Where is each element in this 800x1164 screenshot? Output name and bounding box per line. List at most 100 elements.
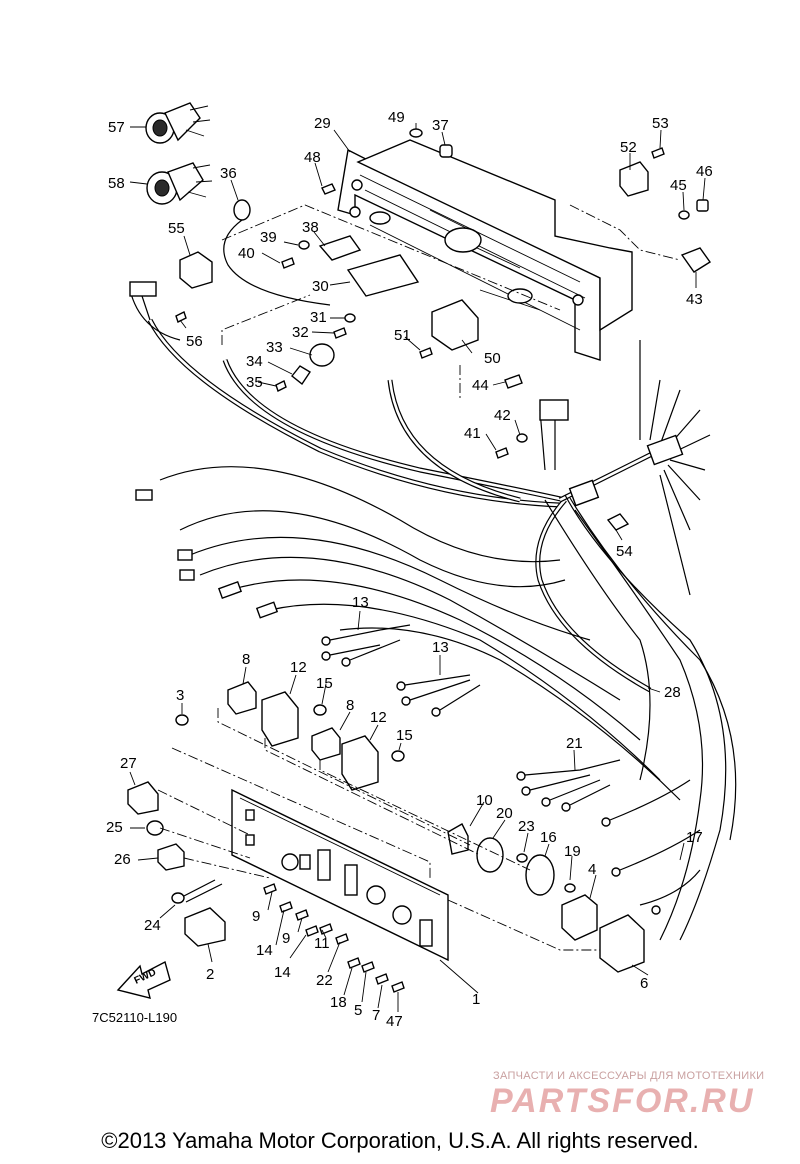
callout-34: 34 <box>246 353 263 370</box>
svg-text:PARTSFOR.RU: PARTSFOR.RU <box>490 1082 754 1120</box>
callout-8a: 8 <box>242 651 250 668</box>
callout-56: 56 <box>186 333 203 350</box>
callout-20: 20 <box>496 805 513 822</box>
key-switch-57 <box>145 102 211 144</box>
callout-37: 37 <box>432 117 449 134</box>
callout-12a: 12 <box>290 659 307 676</box>
outlet-20 <box>476 837 504 873</box>
screw-40 <box>281 257 295 269</box>
callout-22: 22 <box>316 972 333 989</box>
callout-27: 27 <box>120 755 137 772</box>
callout-15b: 15 <box>396 727 413 744</box>
callout-16: 16 <box>540 829 557 846</box>
callout-10: 10 <box>476 792 493 809</box>
callout-57: 57 <box>108 119 125 136</box>
callout-33: 33 <box>266 339 283 356</box>
nut-46 <box>696 199 709 212</box>
top-small-parts <box>145 102 712 531</box>
callout-6: 6 <box>640 975 648 992</box>
buzzer-33 <box>309 343 335 367</box>
screw-35 <box>275 380 287 392</box>
callout-19: 19 <box>564 843 581 860</box>
callout-25: 25 <box>106 819 123 836</box>
callout-29: 29 <box>314 115 331 132</box>
breakers <box>175 681 405 791</box>
washer-39 <box>298 240 310 250</box>
callout-23: 23 <box>518 818 535 835</box>
wire-harness-28 <box>147 318 737 941</box>
meter-2 <box>184 907 226 947</box>
meter-housing-29 <box>337 139 633 361</box>
callout-38: 38 <box>302 219 319 236</box>
screw-53 <box>651 147 665 159</box>
callout-4: 4 <box>588 861 596 878</box>
callout-36: 36 <box>220 165 237 182</box>
callout-13b: 13 <box>432 639 449 656</box>
callout-58: 58 <box>108 175 125 192</box>
callout-53: 53 <box>652 115 669 132</box>
screw-48 <box>321 183 336 195</box>
callout-13a: 13 <box>352 594 369 611</box>
callout-28: 28 <box>664 684 681 701</box>
callout-1: 1 <box>472 991 480 1008</box>
callout-45: 45 <box>670 177 687 194</box>
ring-terminals-21 <box>516 759 621 812</box>
callout-9a: 9 <box>252 908 260 925</box>
watermark-logo: PARTSFOR.RU <box>490 1082 754 1120</box>
callout-14b: 14 <box>274 964 291 981</box>
callout-24: 24 <box>144 917 161 934</box>
callout-35: 35 <box>246 374 263 391</box>
switch-panel-1 <box>231 788 449 962</box>
callout-18: 18 <box>330 994 347 1011</box>
callout-50: 50 <box>484 350 501 367</box>
callout-15a: 15 <box>316 675 333 692</box>
callout-31: 31 <box>310 309 327 326</box>
breaker-6 <box>599 914 645 973</box>
nut-19 <box>564 883 576 893</box>
connector-54 <box>606 513 630 531</box>
callout-17: 17 <box>686 829 703 846</box>
callout-14a: 14 <box>256 942 273 959</box>
callout-44: 44 <box>472 377 489 394</box>
callout-52: 52 <box>620 139 637 156</box>
washer-31 <box>344 313 356 323</box>
callout-40: 40 <box>238 245 255 262</box>
connector-block <box>539 399 569 421</box>
callout-3: 3 <box>176 687 184 704</box>
callout-8b: 8 <box>346 697 354 714</box>
callout-7: 7 <box>372 1007 380 1024</box>
bracket-52 <box>619 161 649 197</box>
callout-39: 39 <box>260 229 277 246</box>
switch-50 <box>431 299 479 351</box>
callout-5: 5 <box>354 1002 362 1019</box>
pilot-lamp-25 <box>146 820 164 836</box>
washer-49 <box>409 128 423 138</box>
breaker-4 <box>561 894 598 941</box>
plate-30 <box>346 254 420 297</box>
callout-55: 55 <box>168 220 185 237</box>
grommet-37 <box>439 144 453 158</box>
screw-41 <box>495 447 509 459</box>
washer-42 <box>516 433 528 443</box>
washer-45 <box>678 210 690 220</box>
left-connectors <box>129 281 279 619</box>
bracket-34 <box>291 365 311 386</box>
watermark-tagline: ЗАПЧАСТИ И АКСЕССУАРЫ ДЛЯ МОТОТЕХНИКИ <box>493 1070 765 1082</box>
screw-51 <box>419 347 433 359</box>
fwd-arrow: FWD <box>116 960 171 999</box>
callout-labels: 57 58 36 29 48 49 37 53 52 45 46 55 38 3… <box>106 109 713 1030</box>
panel-screws <box>263 883 405 993</box>
connector-43 <box>680 247 712 273</box>
bolt-44 <box>504 374 523 389</box>
lower-left-parts <box>127 781 645 973</box>
callout-32: 32 <box>292 324 309 341</box>
callout-21: 21 <box>566 735 583 752</box>
key-switch-58 <box>146 162 213 205</box>
nut-23 <box>516 853 528 863</box>
callout-47: 47 <box>386 1013 403 1030</box>
callout-48: 48 <box>304 149 321 166</box>
screw-32 <box>333 327 347 339</box>
plate-38 <box>318 235 362 261</box>
copyright-footer: ©2013 Yamaha Motor Corporation, U.S.A. A… <box>101 1128 699 1153</box>
callout-2: 2 <box>206 966 214 983</box>
